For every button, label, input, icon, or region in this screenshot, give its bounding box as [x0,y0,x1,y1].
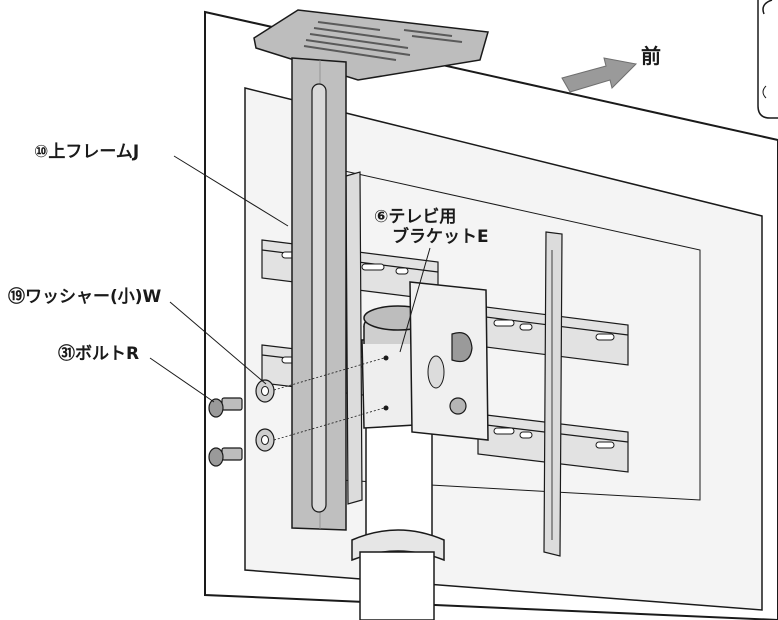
upper-frame-slot [311,83,327,513]
front-label: 前 [641,44,661,68]
bracket-hole-upper [383,355,389,361]
washer-label: ⑲ワッシャー(小)W [8,287,162,307]
alignment-lines [273,357,385,441]
inset-box-fragment [757,0,778,119]
bracket-arm-right [543,231,563,557]
tilt-knob [451,332,473,363]
tv-bracket-label-line2: ブラケットE [392,227,489,248]
bolts [208,397,243,467]
top-plate-slots [303,21,463,61]
upper-frame-label: ⑩上フレームJ [34,142,140,162]
inset-box-corner [762,0,773,15]
rail-holes [281,251,615,449]
bracket-hole-lower [383,405,389,411]
leader-lines [149,155,431,403]
tv-bracket-label: ⑥テレビ用 ブラケットE [374,207,489,248]
inset-box-mark [762,85,767,99]
bolt-label: ㉛ボルトR [58,344,140,364]
bracket-arm-left [345,171,363,505]
tilt-plate [409,281,489,441]
pole-lower [359,551,435,620]
tv-bracket-label-line1: ⑥テレビ用 [374,207,457,227]
front-arrow-icon [561,57,638,93]
tilt-bolt [449,397,467,415]
